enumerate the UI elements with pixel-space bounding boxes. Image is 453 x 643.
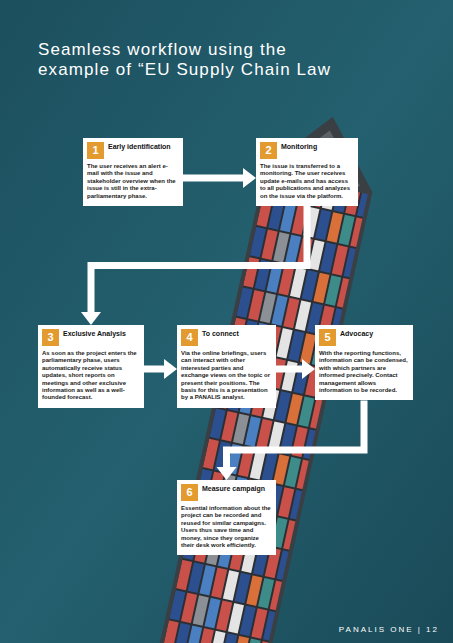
arrow-shaft — [91, 206, 307, 313]
step-heading: Monitoring — [281, 142, 317, 151]
arrow-shaft — [144, 366, 165, 373]
step-number: 1 — [87, 142, 104, 159]
step-box: 1 Early identificationThe user receives a… — [83, 138, 183, 206]
page-title: Seamless workflow using the example of “… — [38, 40, 358, 80]
step-header: 3 Exclusive Analysis — [42, 329, 139, 346]
arrow-shaft — [227, 400, 365, 468]
step-heading: Advocacy — [340, 329, 373, 338]
step-description: With the reporting functions, informatio… — [319, 350, 408, 394]
step-header: 2 Monitoring — [260, 142, 353, 159]
step-box: 2 MonitoringThe issue is transferred to a… — [256, 138, 358, 206]
step-number: 6 — [181, 484, 198, 501]
step-number: 5 — [319, 329, 336, 346]
arrow-head — [81, 312, 101, 325]
step-number: 2 — [260, 142, 277, 159]
step-description: Via the online briefings, users can inte… — [181, 350, 271, 402]
page-footer: PANALIS ONE | 12 — [339, 625, 439, 634]
arrow-head — [243, 168, 256, 188]
flow-arrow — [217, 400, 365, 480]
step-heading: Measure campaign — [202, 484, 265, 493]
step-heading: Early identification — [108, 142, 171, 151]
flow-arrow — [81, 206, 307, 325]
step-header: 5 Advocacy — [319, 329, 408, 346]
step-heading: Exclusive Analysis — [63, 329, 126, 338]
flow-arrow — [144, 359, 177, 379]
step-description: Essential information about the project … — [181, 505, 271, 549]
arrow-head — [164, 359, 177, 379]
flow-arrow — [183, 168, 256, 188]
step-header: 4 To connect — [181, 329, 271, 346]
step-box: 4 To connectVia the online briefings, use… — [177, 325, 276, 408]
step-number: 4 — [181, 329, 198, 346]
containers — [143, 172, 368, 643]
step-description: The issue is transferred to a monitoring… — [260, 163, 353, 200]
arrow-head — [302, 359, 315, 379]
step-number: 3 — [42, 329, 59, 346]
flow-arrow — [276, 359, 315, 379]
step-header: 1 Early identification — [87, 142, 178, 159]
step-box: 5 AdvocacyWith the reporting functions, i… — [315, 325, 413, 400]
step-description: As soon as the project enters the parlia… — [42, 350, 139, 402]
step-description: The user receives an alert e-mail with t… — [87, 163, 178, 200]
step-header: 6 Measure campaign — [181, 484, 271, 501]
arrow-head — [217, 467, 237, 480]
arrow-shaft — [276, 366, 303, 373]
arrow-shaft — [183, 175, 244, 182]
step-box: 3 Exclusive Analysis As soon as the projec… — [38, 325, 144, 408]
step-heading: To connect — [202, 329, 239, 338]
step-box: 6 Measure campaignEssential information a… — [177, 480, 276, 555]
